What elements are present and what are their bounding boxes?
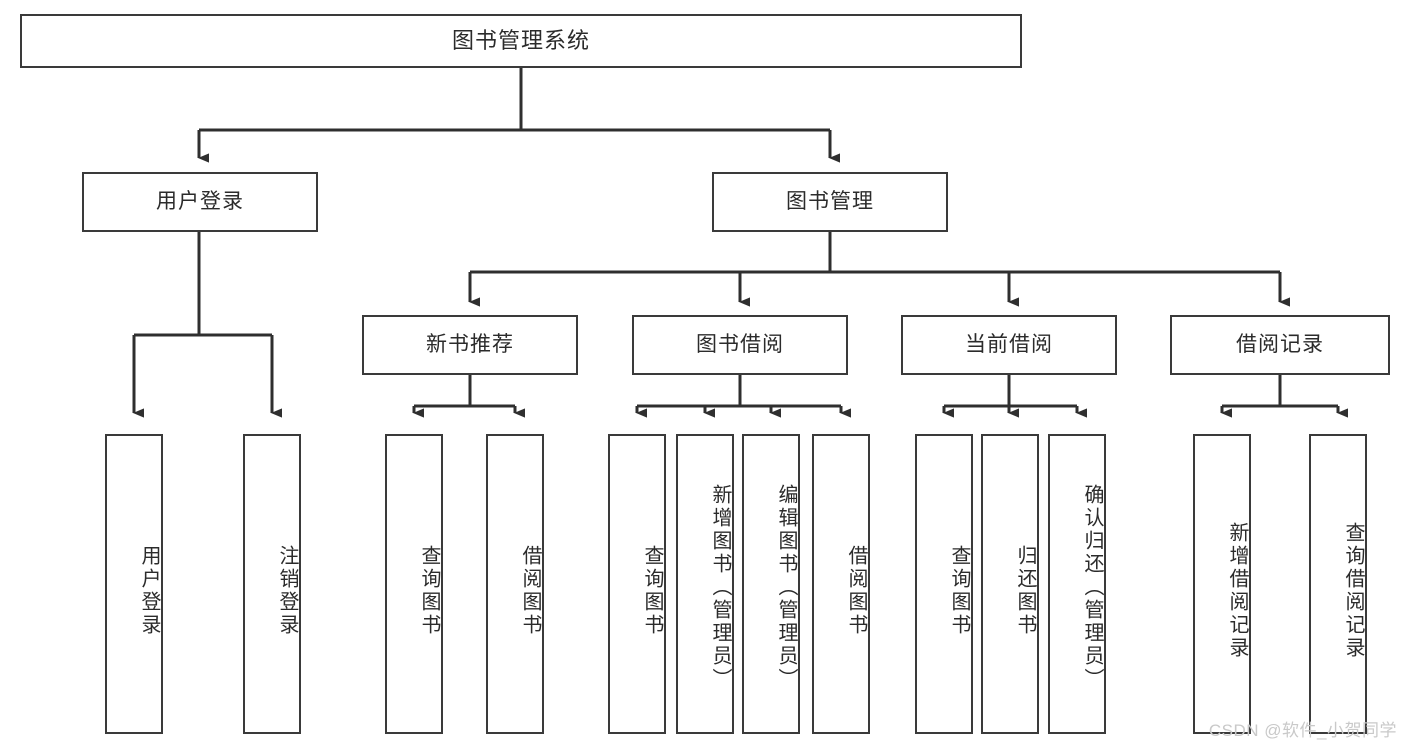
watermark-text: CSDN @软件_小贺同学 [1208,721,1397,740]
leaf-book-borrow-query[interactable]: 查询图书 [608,434,666,734]
node-user-login[interactable]: 用户登录 [82,172,318,232]
node-book-borrow[interactable]: 图书借阅 [632,315,848,375]
node-current-borrow[interactable]: 当前借阅 [901,315,1117,375]
leaf-book-borrow-borrow[interactable]: 借阅图书 [812,434,870,734]
leaf-book-borrow-edit[interactable]: 编辑图书（管理员） [742,434,800,734]
node-root-system[interactable]: 图书管理系统 [20,14,1022,68]
leaf-current-borrow-confirm-return[interactable]: 确认归还（管理员） [1048,434,1106,734]
leaf-current-borrow-query[interactable]: 查询图书 [915,434,973,734]
leaf-user-login-login[interactable]: 用户登录 [105,434,163,734]
leaf-new-book-borrow[interactable]: 借阅图书 [486,434,544,734]
node-new-book-recommend[interactable]: 新书推荐 [362,315,578,375]
leaf-borrow-record-add[interactable]: 新增借阅记录 [1193,434,1251,734]
node-borrow-record[interactable]: 借阅记录 [1170,315,1390,375]
leaf-book-borrow-add[interactable]: 新增图书（管理员） [676,434,734,734]
node-book-management[interactable]: 图书管理 [712,172,948,232]
leaf-current-borrow-return[interactable]: 归还图书 [981,434,1039,734]
leaf-new-book-query[interactable]: 查询图书 [385,434,443,734]
leaf-borrow-record-query[interactable]: 查询借阅记录 [1309,434,1367,734]
leaf-user-login-logout[interactable]: 注销登录 [243,434,301,734]
